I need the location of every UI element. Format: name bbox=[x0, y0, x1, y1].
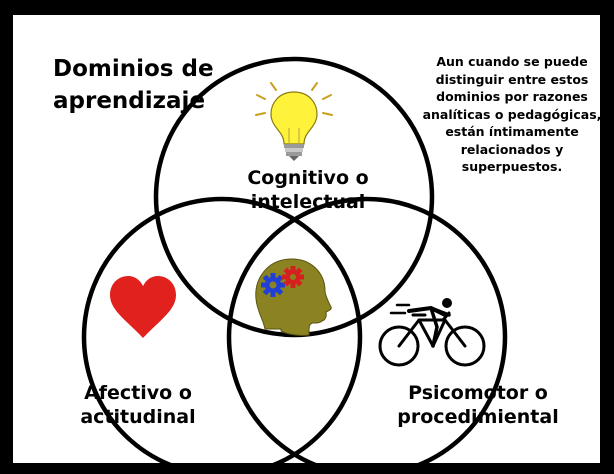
psychomotor-circle bbox=[226, 196, 508, 463]
lightbulb-icon bbox=[255, 82, 333, 161]
explanatory-note: Aun cuando se puede distinguir entre est… bbox=[422, 54, 600, 174]
psychomotor-domain-label: Psicomotor o procedimiental bbox=[397, 382, 559, 428]
head-with-gears-icon bbox=[255, 258, 332, 336]
cognitive-domain-label: Cognitivo o intelectual bbox=[247, 167, 369, 213]
affective-domain-label: Afectivo o actitudinal bbox=[80, 382, 196, 428]
venn-diagram bbox=[81, 56, 508, 463]
diagram-panel: Dominios de aprendizaje Aun cuando se pu… bbox=[13, 15, 600, 463]
cyclist-icon bbox=[378, 298, 486, 367]
affective-circle bbox=[81, 196, 363, 463]
heart-icon bbox=[110, 276, 176, 338]
diagram-title: Dominios de aprendizaje bbox=[53, 56, 214, 114]
